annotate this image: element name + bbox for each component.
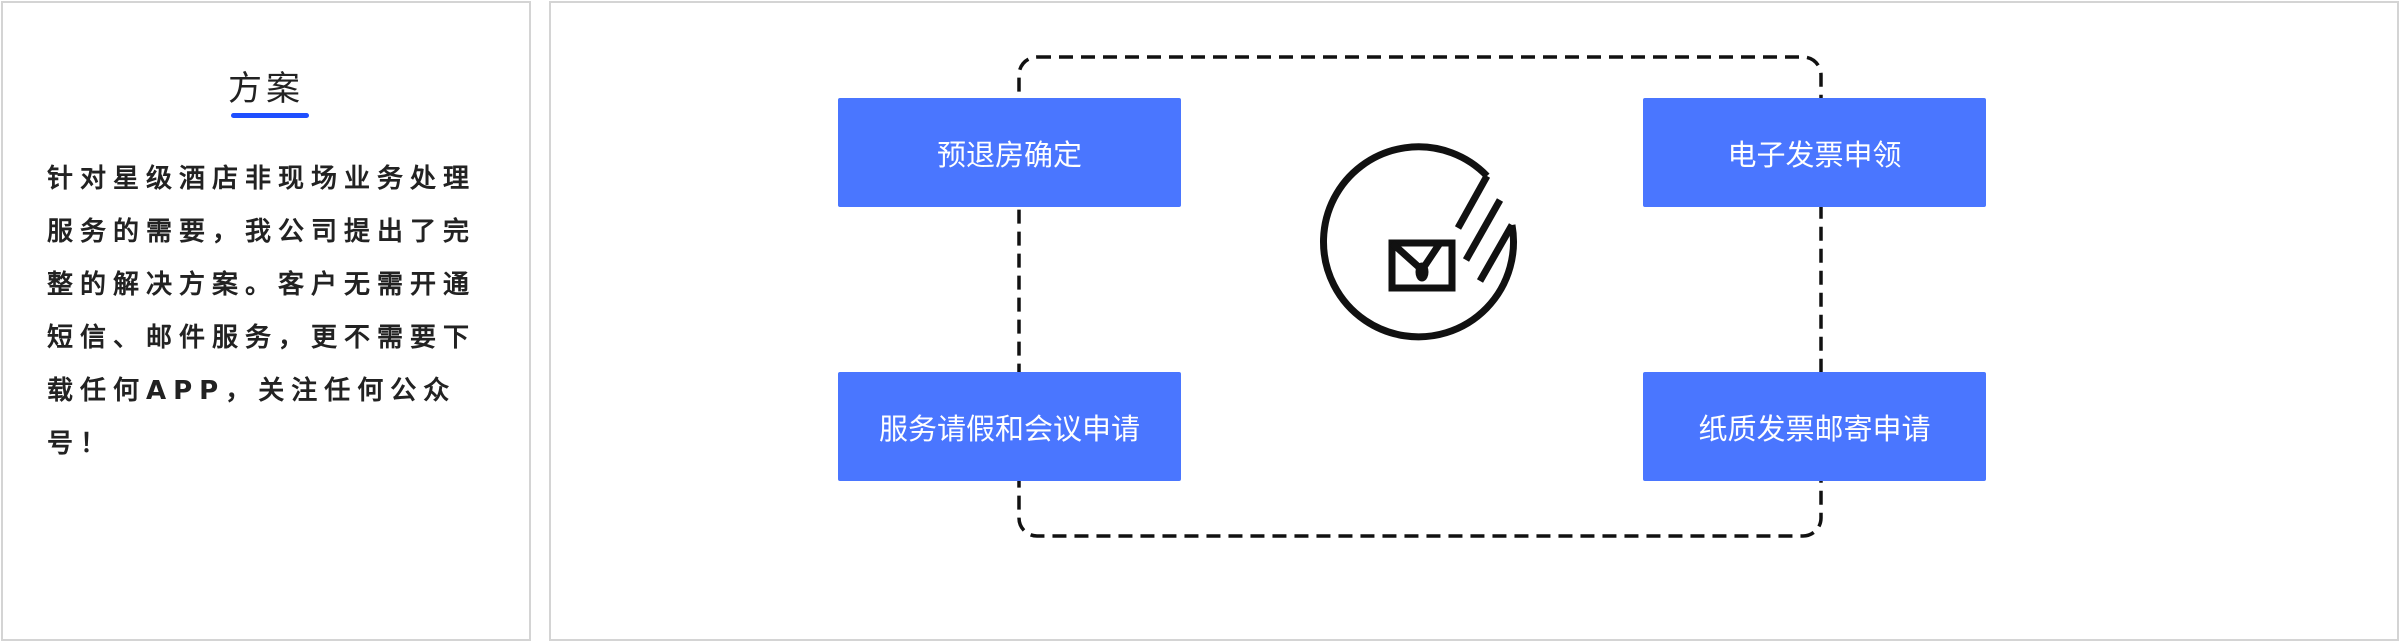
box-checkout-confirm: 预退房确定 [838, 98, 1181, 207]
box-e-invoice: 电子发票申领 [1643, 98, 1986, 207]
box-paper-invoice-mail: 纸质发票邮寄申请 [1643, 372, 1986, 481]
solution-description: 针对星级酒店非现场业务处理服务的需要，我公司提出了完整的解决方案。客户无需开通短… [47, 164, 477, 459]
panel-title: 方案 [228, 69, 304, 109]
dashed-loop [1017, 55, 1823, 538]
envelope-check-icon [1320, 143, 1517, 341]
box-service-leave-meeting: 服务请假和会议申请 [838, 372, 1181, 481]
solution-panel: 方案 针对星级酒店非现场业务处理服务的需要，我公司提出了完整的解决方案。客户无需… [1, 1, 531, 641]
title-underline [231, 113, 309, 118]
